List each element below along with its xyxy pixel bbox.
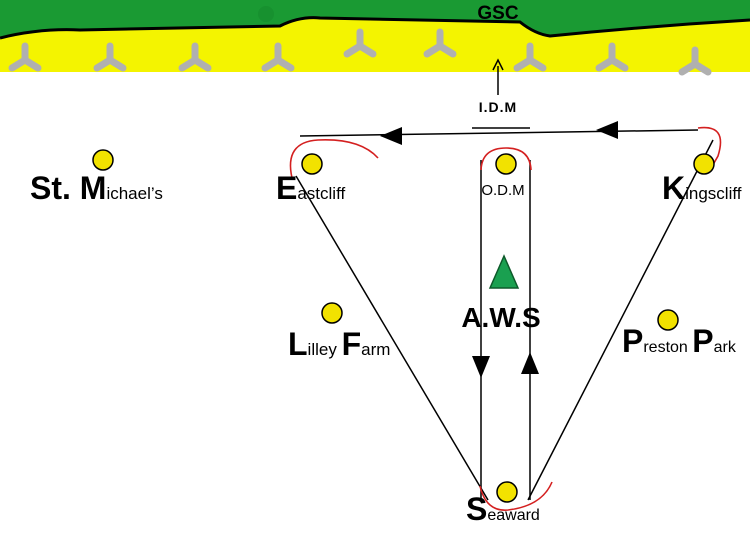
up-arrow — [521, 352, 539, 374]
sand-strip — [0, 17, 750, 72]
beach-spinners — [8, 28, 712, 76]
point-seaward — [496, 481, 518, 503]
idm-label: I.D.M — [479, 99, 517, 115]
point-preston-park — [657, 309, 679, 331]
point-st-michaels — [92, 149, 114, 171]
loop-eastcliff — [289, 139, 379, 179]
spinner-icon — [513, 42, 547, 72]
label-lilley-farm-rest2: arm — [361, 340, 390, 359]
spinner-icon — [8, 42, 42, 72]
route-kingscliff-seaward — [527, 139, 714, 501]
label-kingscliff: Kingscliff — [662, 170, 742, 206]
coastline — [0, 16, 750, 40]
label-seaward-cap: S — [466, 491, 487, 527]
spinner-icon — [595, 42, 629, 72]
label-lilley-farm-cap2: F — [342, 326, 362, 362]
spinner-icon — [678, 46, 712, 76]
idm-arrow-head — [492, 58, 504, 71]
label-preston-park: Preston Park — [622, 323, 737, 359]
label-lilley-farm-cap1: L — [288, 326, 308, 362]
label-eastcliff-rest: astcliff — [297, 184, 345, 203]
label-st-michaels-cap: St. M — [30, 170, 106, 206]
aws-label: A.W.S — [461, 302, 540, 333]
point-odm — [495, 153, 517, 175]
label-eastcliff: Eastcliff — [276, 170, 345, 206]
label-preston-park-rest2: ark — [714, 339, 737, 356]
route-eastcliff-seaward — [295, 175, 489, 501]
label-odm: O.D.M — [481, 182, 524, 199]
label-eastcliff-cap: E — [276, 170, 297, 206]
point-lilley-farm — [321, 302, 343, 324]
point-kingscliff — [693, 153, 715, 175]
down-arrow — [472, 356, 490, 378]
label-kingscliff-rest: ingscliff — [685, 184, 742, 203]
spinner-icon — [93, 42, 127, 72]
label-st-michaels: St. Michael’s — [30, 170, 163, 206]
label-lilley-farm: Lilley Farm — [288, 326, 390, 362]
label-st-michaels-rest: ichael’s — [106, 184, 162, 203]
gsc-label: GSC — [477, 3, 518, 24]
label-seaward-rest: eaward — [487, 507, 539, 524]
spinner-icon — [178, 42, 212, 72]
tree-marker — [258, 6, 274, 22]
spinner-icon — [343, 28, 377, 58]
loop-seaward — [479, 481, 553, 511]
label-preston-park-cap1: P — [622, 323, 643, 359]
loop-kingscliff — [697, 126, 722, 171]
top-route-arrow-right — [596, 121, 618, 139]
label-lilley-farm-rest1: illey — [308, 340, 342, 359]
point-eastcliff — [301, 153, 323, 175]
label-preston-park-rest1: reston — [643, 339, 692, 356]
spinner-icon — [261, 42, 295, 72]
spinner-icon — [423, 28, 457, 58]
loop-odm — [480, 147, 532, 171]
label-seaward: Seaward — [466, 491, 540, 527]
aws-triangle — [488, 254, 520, 289]
label-kingscliff-cap: K — [662, 170, 685, 206]
top-route-line — [299, 129, 699, 137]
top-route-arrow-left — [380, 127, 402, 145]
label-preston-park-cap2: P — [692, 323, 713, 359]
